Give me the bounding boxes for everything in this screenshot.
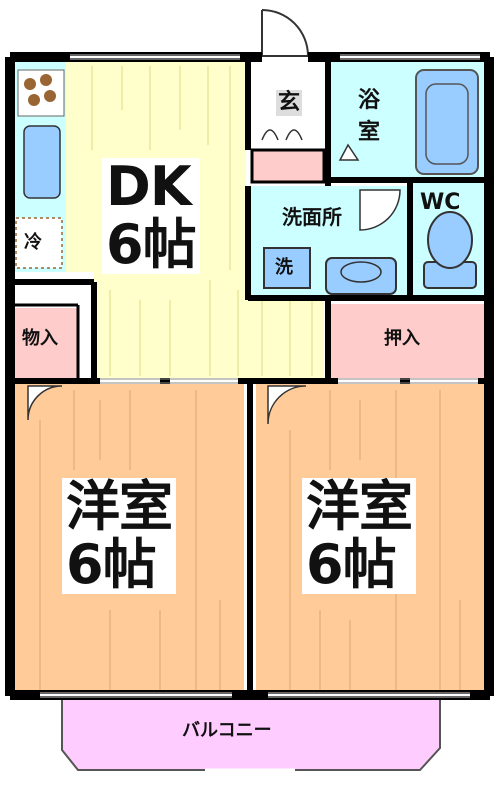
western-left-line2: 6帖	[66, 533, 157, 596]
bathroom-label-1: 浴	[358, 88, 381, 113]
storage-floor	[14, 308, 78, 378]
bathroom-label-2: 室	[358, 120, 381, 145]
storage-label: 物入	[22, 328, 58, 349]
western-right-label: 洋室 6帖	[302, 478, 416, 594]
entrance-step	[250, 148, 326, 184]
western-left-line1: 洋室	[66, 475, 173, 538]
toilet-bowl	[427, 211, 473, 269]
dk-label-line1: DK	[106, 155, 192, 218]
closet-label: 押入	[384, 328, 420, 349]
washroom-label: 洗面所	[282, 205, 342, 229]
closet-floor	[330, 304, 484, 378]
western-right-line2: 6帖	[306, 533, 397, 596]
wc-label: WC	[420, 190, 461, 215]
entrance-label: 玄	[276, 90, 303, 116]
entrance-door	[261, 9, 310, 57]
fridge-label: 冷	[24, 232, 42, 253]
washer-label: 洗	[275, 257, 293, 278]
balcony-label: バルコニー	[182, 720, 272, 741]
dk-label: DK 6帖	[102, 158, 200, 274]
fridge-space	[15, 217, 63, 269]
western-right-line1: 洋室	[306, 475, 413, 538]
kitchen-sink	[23, 125, 61, 199]
washer-space	[263, 247, 311, 289]
dk-label-line2: 6帖	[106, 213, 197, 276]
western-left-label: 洋室 6帖	[62, 478, 176, 594]
